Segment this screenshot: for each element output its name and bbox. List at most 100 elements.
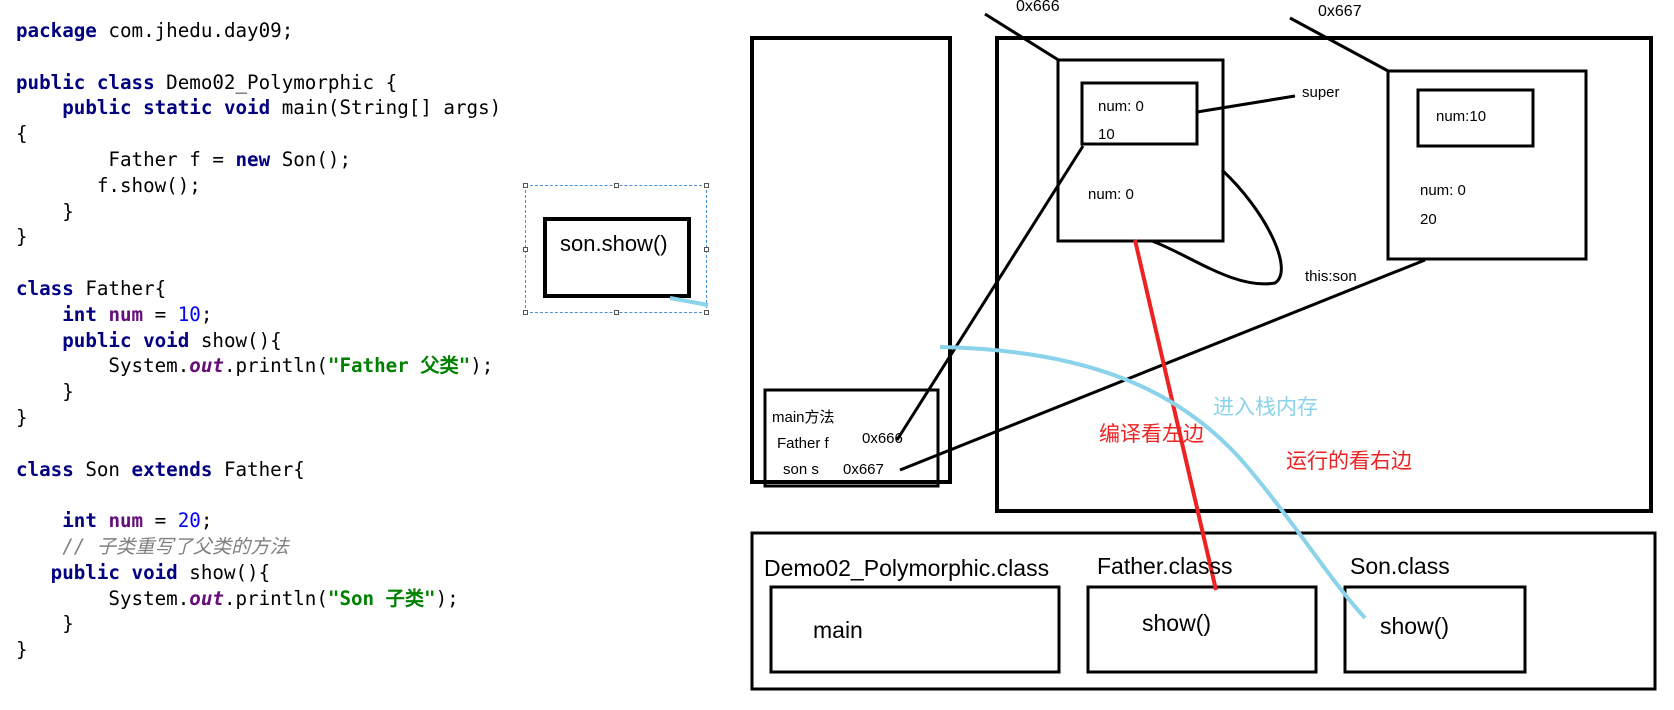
code-token: "Son 子类" — [327, 586, 436, 610]
code-line: class Father{ — [16, 277, 166, 300]
code-line: public class Demo02_Polymorphic { — [16, 71, 397, 94]
code-line: { — [16, 122, 28, 145]
father-show-box — [1086, 585, 1318, 674]
resize-handle[interactable] — [523, 247, 528, 252]
code-token: int — [62, 302, 97, 326]
code-token: Demo02_Polymorphic { — [154, 70, 398, 94]
code-token: public void — [62, 328, 190, 352]
address-label: 0x666 — [862, 430, 903, 447]
code-line: } — [16, 225, 28, 248]
code-token: num — [108, 509, 144, 533]
code-token: = — [143, 302, 178, 326]
code-token: class — [16, 457, 74, 481]
main-method-box — [769, 585, 1061, 674]
code-token: int — [62, 509, 97, 533]
code-token: out — [189, 586, 224, 610]
selection-frame[interactable] — [523, 183, 709, 315]
code-token: public static void — [62, 96, 271, 120]
code-line: } — [16, 380, 74, 403]
code-line: } — [16, 638, 28, 661]
code-line: } — [16, 200, 74, 223]
var-label: son s — [783, 461, 819, 478]
son-object-box — [1386, 69, 1588, 261]
field-label: num: 0 — [1088, 186, 1134, 203]
code-token: ; — [200, 509, 213, 533]
code-token: Father f = — [16, 147, 236, 171]
super-label: super — [1302, 84, 1340, 101]
code-token: Son — [73, 457, 132, 481]
code-line: f.show(); — [16, 174, 201, 197]
field-label: num:10 — [1436, 108, 1487, 125]
field-label: num: 0 — [1420, 182, 1466, 199]
son-show-method-box — [1343, 585, 1527, 674]
address-label: 0x666 — [1016, 0, 1060, 15]
code-token: { — [16, 122, 28, 146]
field-label: num: 0 — [1098, 98, 1144, 115]
code-token: = — [143, 509, 178, 533]
var-label: Father f — [777, 435, 829, 452]
method-label: show() — [1380, 613, 1450, 639]
code-listing: package com.jhedu.day09; public class De… — [16, 18, 501, 663]
code-token: 20 — [177, 509, 201, 533]
code-token: Father{ — [73, 276, 167, 300]
code-line: package com.jhedu.day09; — [16, 19, 293, 42]
code-token: } — [16, 199, 74, 223]
method-label: main — [813, 617, 863, 643]
resize-handle[interactable] — [704, 183, 709, 188]
resize-handle[interactable] — [704, 310, 709, 315]
code-token: } — [16, 612, 74, 636]
code-line: public void show(){ — [16, 560, 271, 584]
code-token: show(){ — [177, 560, 271, 584]
code-token: 10 — [177, 302, 201, 326]
main-method-label: main方法 — [772, 409, 835, 426]
this-loop — [1151, 168, 1283, 286]
run-note: 运行的看右边 — [1286, 450, 1412, 473]
resize-handle[interactable] — [614, 310, 619, 315]
addr-line-son — [1289, 16, 1391, 74]
super-line — [1196, 94, 1296, 114]
code-token: ; — [200, 302, 213, 326]
code-token: main(String[] args) — [270, 96, 502, 120]
code-token: out — [189, 354, 224, 378]
addr-line-father — [984, 12, 1061, 63]
class-label: Father.classs — [1097, 553, 1233, 579]
code-token: } — [16, 380, 74, 404]
code-line: Father f = new Son(); — [16, 148, 351, 171]
son-show-box — [543, 217, 691, 298]
ref-line-father — [895, 145, 1085, 441]
class-label: Son.class — [1350, 553, 1450, 579]
code-line: } — [16, 612, 74, 635]
code-line: System.out.println("Father 父类"); — [16, 354, 493, 377]
code-token: new — [235, 147, 271, 171]
code-token: } — [16, 638, 28, 662]
resize-handle[interactable] — [523, 310, 528, 315]
method-label: show() — [1142, 610, 1212, 636]
field-value: 20 — [1420, 211, 1437, 228]
code-token: "Father 父类" — [327, 354, 471, 378]
code-token: } — [16, 225, 28, 249]
resize-handle[interactable] — [704, 247, 709, 252]
code-line: class Son extends Father{ — [16, 458, 305, 481]
this-label: this:son — [1305, 268, 1357, 285]
code-token: extends — [131, 457, 213, 481]
code-token: public class — [16, 70, 155, 94]
compile-note: 编译看左边 — [1099, 423, 1204, 446]
code-line: // 子类重写了父类的方法 — [16, 535, 289, 558]
resize-handle[interactable] — [523, 183, 528, 188]
code-line: int num = 10; — [16, 303, 212, 326]
code-token: package — [16, 19, 97, 42]
main-frame-box — [763, 388, 940, 488]
code-token: public void — [50, 560, 178, 584]
code-token: // 子类重写了父类的方法 — [62, 534, 289, 558]
class-label: Demo02_Polymorphic.class — [764, 555, 1050, 581]
code-token: Father{ — [212, 457, 305, 481]
code-token: class — [16, 276, 74, 300]
code-line: public void show(){ — [16, 329, 282, 352]
stack-memory-box — [750, 36, 952, 484]
code-line: System.out.println("Son 子类"); — [16, 586, 458, 610]
code-token: .println( — [223, 354, 328, 378]
resize-handle[interactable] — [614, 183, 619, 188]
code-line: public static void main(String[] args) — [16, 96, 501, 119]
stack-entry-line — [939, 345, 1367, 620]
code-token: com.jhedu.day09; — [96, 19, 294, 42]
